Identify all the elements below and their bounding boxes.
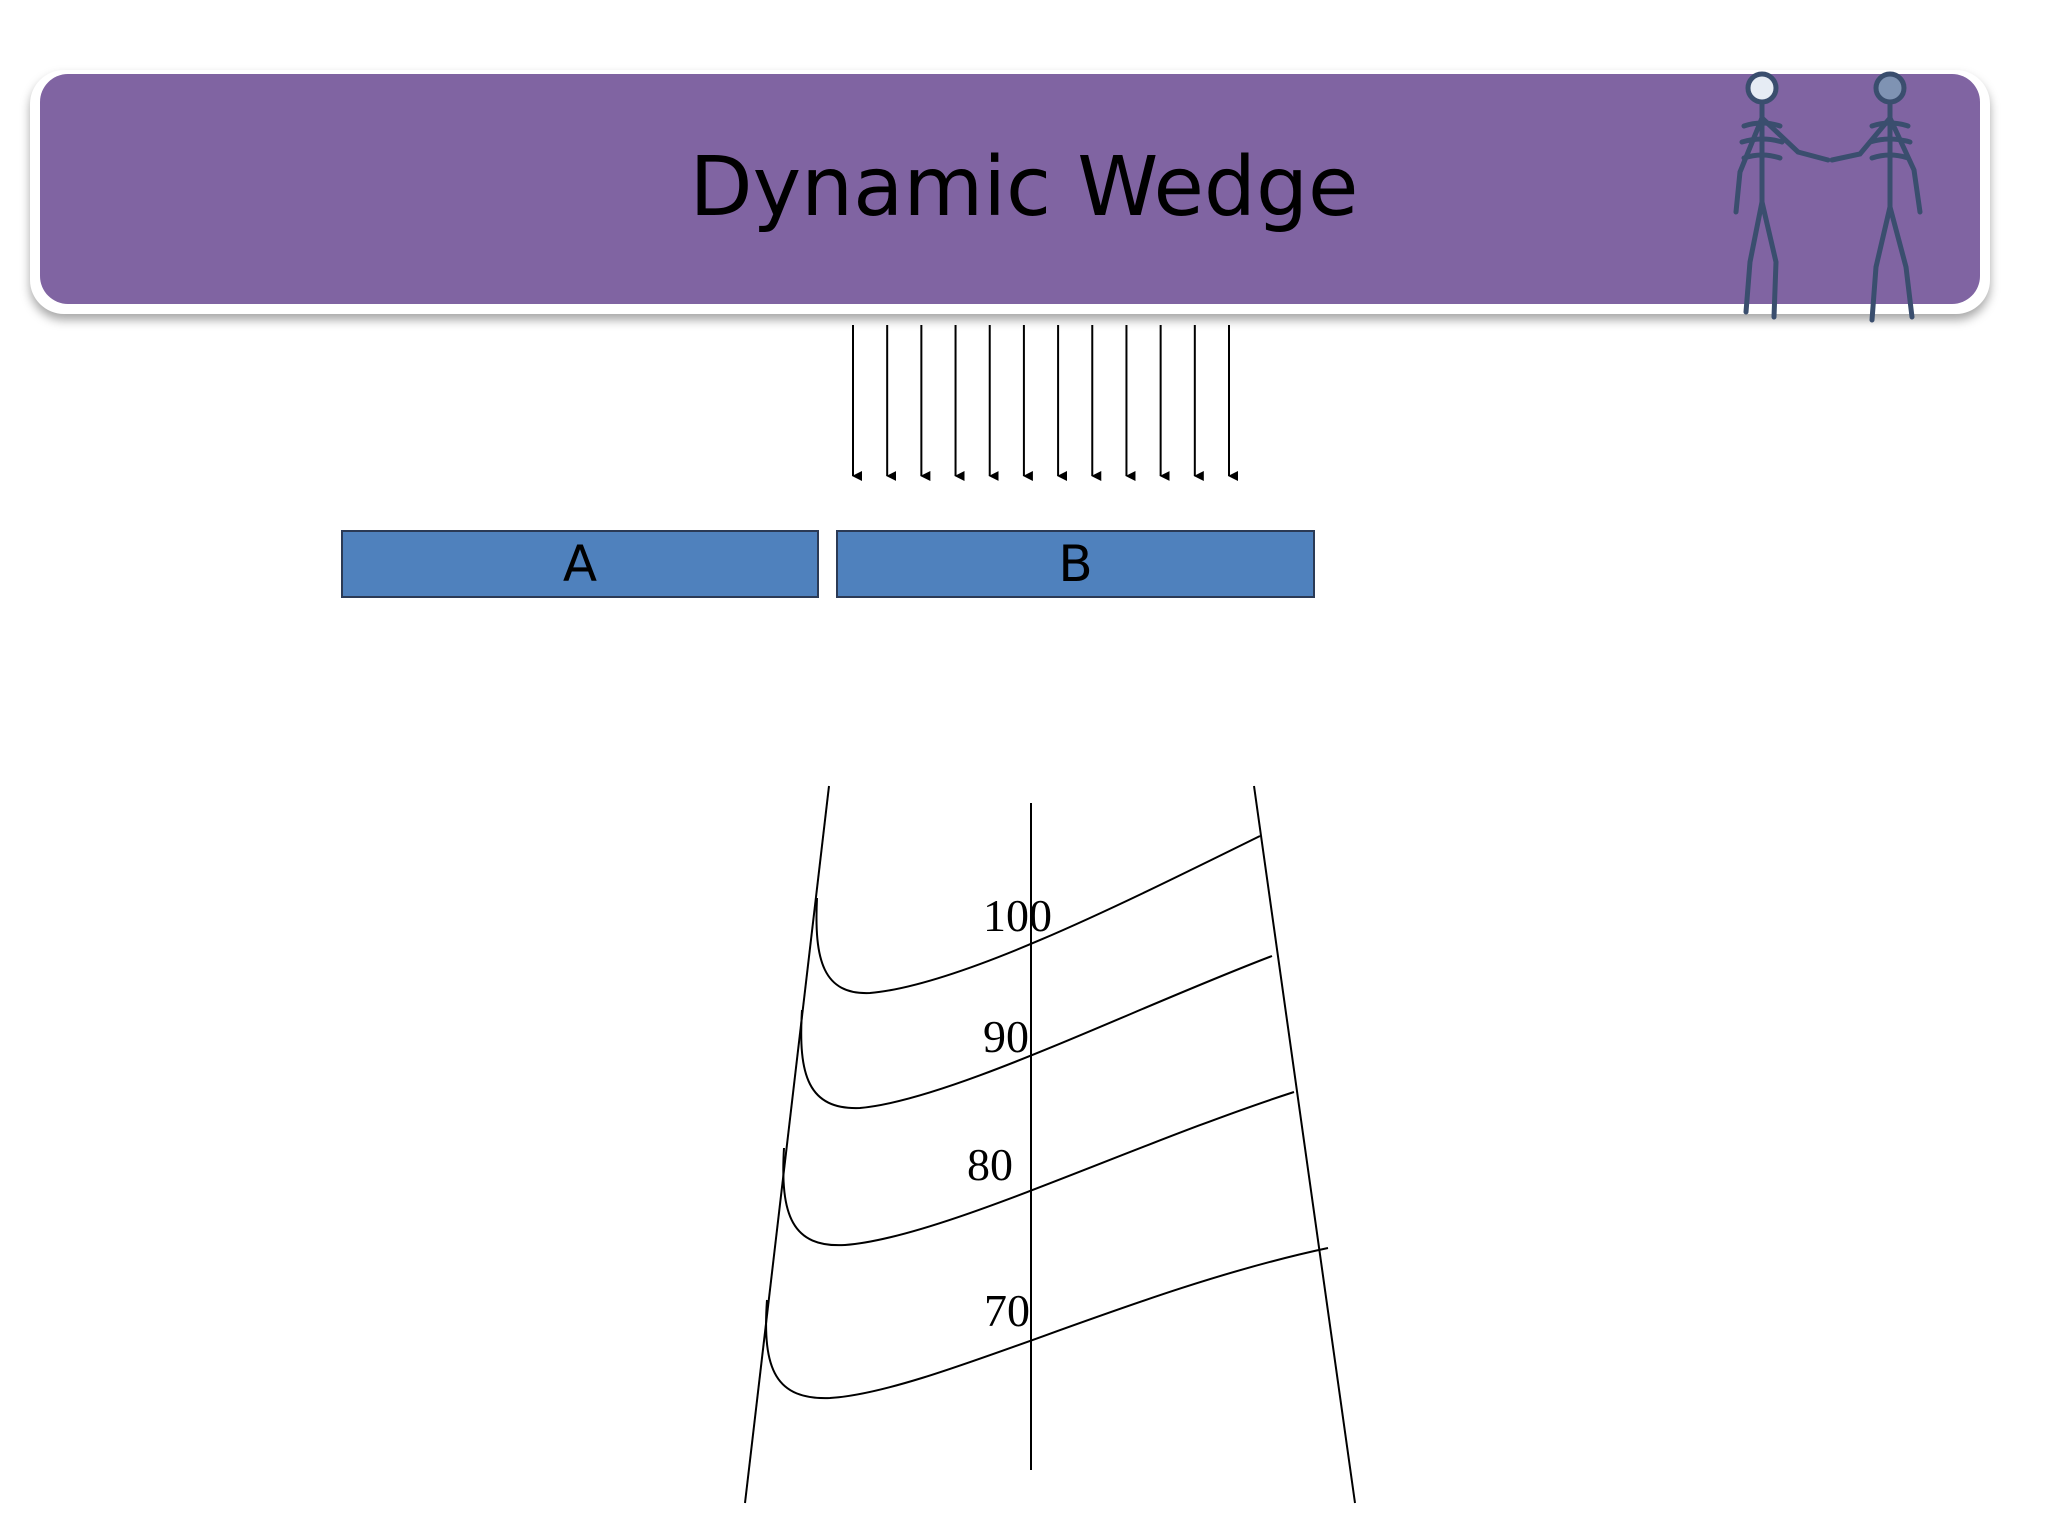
jaw-b-label: B bbox=[1058, 535, 1093, 593]
field-edge-right bbox=[1253, 785, 1356, 1504]
isodose-curve-70 bbox=[765, 1247, 1329, 1400]
isodose-label-80: 80 bbox=[967, 1139, 1013, 1190]
beam-arrows bbox=[852, 325, 1238, 481]
isodose-curve-90 bbox=[800, 955, 1273, 1110]
isodose-label-90: 90 bbox=[983, 1011, 1029, 1062]
title-banner bbox=[40, 74, 1980, 304]
field-edge-left bbox=[744, 785, 830, 1504]
isodose-label-100: 100 bbox=[983, 890, 1052, 941]
isodose-curve-80 bbox=[782, 1091, 1295, 1247]
isodose-label-70: 70 bbox=[984, 1285, 1030, 1336]
jaw-b: B bbox=[836, 530, 1315, 598]
isodose-curve-100 bbox=[815, 835, 1261, 995]
page-title: Dynamic Wedge bbox=[689, 140, 1359, 235]
jaw-a-label: A bbox=[562, 535, 598, 593]
jaw-a: A bbox=[341, 530, 819, 598]
skeletons-shaking-hands-icon bbox=[1733, 71, 1923, 323]
